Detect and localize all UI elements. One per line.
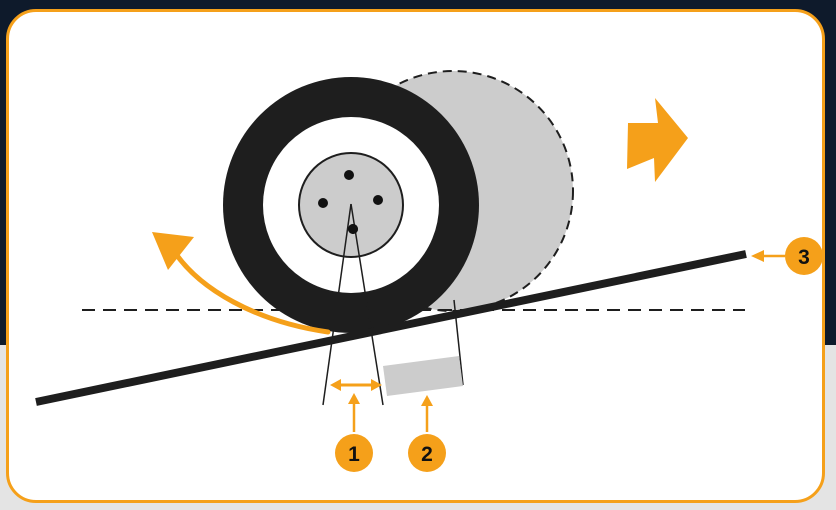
direction-arrow-icon [627,98,688,182]
lug-nut [344,170,354,180]
pointer-arrow-icon [751,250,764,262]
lug-nut [318,198,328,208]
rotation-arrow-icon [169,245,331,335]
dimension-arrow-left-icon [330,379,341,391]
callout-2: 2 [408,434,446,472]
axis-line-left [322,203,352,406]
rotation-arrow-head [152,232,194,270]
pivot-point [348,224,358,234]
svg-text:2: 2 [421,443,433,466]
trail-region [383,356,463,396]
pointer-arrow-icon [421,395,433,406]
pointer-arrow-icon [348,393,360,404]
callout-1: 1 [335,434,373,472]
svg-text:3: 3 [798,246,810,269]
callout-3: 3 [785,237,823,275]
road-surface-line [35,250,747,406]
svg-text:1: 1 [348,443,360,466]
dimension-arrow-right-icon [371,379,382,391]
lug-nut [373,195,383,205]
axis-line-right [350,203,384,406]
